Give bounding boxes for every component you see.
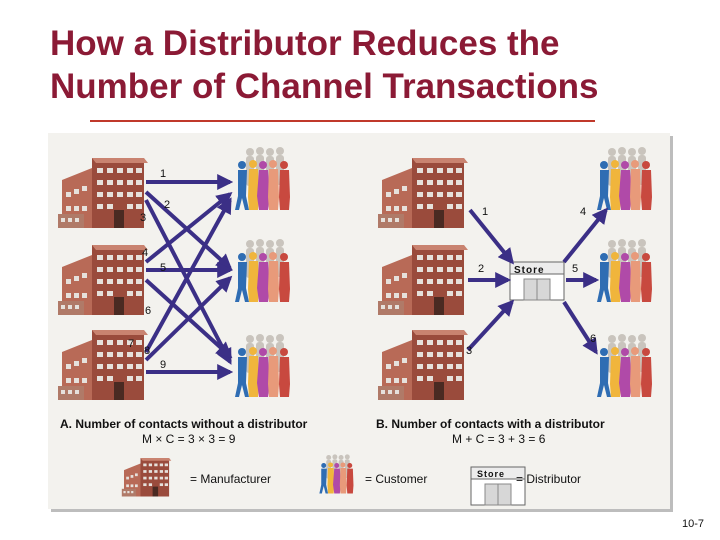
customer-a3-icon bbox=[235, 334, 290, 397]
arrow-a-3 bbox=[144, 199, 232, 365]
manufacturer-b1-icon bbox=[378, 158, 468, 228]
customer-a1-icon bbox=[235, 147, 290, 210]
legend-distributor-text: = Distributor bbox=[516, 472, 582, 486]
label-a-1: 1 bbox=[160, 168, 167, 180]
customer-a2-icon bbox=[235, 239, 290, 302]
arrow-b-6 bbox=[562, 300, 598, 355]
customer-b2-icon bbox=[597, 239, 652, 302]
title-underline bbox=[90, 120, 595, 122]
contact-arrows-b bbox=[466, 207, 609, 355]
arrow-b-3 bbox=[466, 299, 515, 352]
panel-a-caption: A. Number of contacts without a distribu… bbox=[60, 417, 308, 431]
manufacturer-a2-icon bbox=[58, 245, 148, 315]
store-label: Store bbox=[514, 265, 545, 276]
legend-customer-text: = Customer bbox=[365, 472, 428, 486]
label-a-9: 9 bbox=[160, 359, 167, 371]
manufacturer-b2-icon bbox=[378, 245, 468, 315]
customer-b3-icon bbox=[597, 334, 652, 397]
arrow-a-7 bbox=[144, 197, 232, 353]
label-b-6: 6 bbox=[590, 333, 597, 345]
legend-manufacturer-text: = Manufacturer bbox=[190, 472, 272, 486]
label-a-2: 2 bbox=[164, 199, 171, 211]
label-a-6: 6 bbox=[145, 305, 152, 317]
label-b-3: 3 bbox=[466, 345, 473, 357]
label-b-1: 1 bbox=[482, 206, 489, 218]
manufacturer-a1-icon bbox=[58, 158, 148, 228]
panel-b-caption: B. Number of contacts with a distributor bbox=[376, 417, 605, 431]
label-a-8: 8 bbox=[144, 345, 151, 357]
page-title: How a Distributor Reduces the Number of … bbox=[50, 24, 599, 106]
panel-b-formula: M + C = 3 + 3 = 6 bbox=[452, 432, 546, 446]
label-a-3: 3 bbox=[140, 212, 147, 224]
customer-b1-icon bbox=[597, 147, 652, 210]
label-a-5: 5 bbox=[160, 262, 167, 274]
label-b-4: 4 bbox=[580, 206, 587, 218]
label-a-4: 4 bbox=[142, 247, 149, 259]
label-b-5: 5 bbox=[572, 263, 579, 275]
legend-store-label: Store bbox=[477, 469, 506, 479]
label-a-7: 7 bbox=[128, 338, 135, 350]
manufacturer-a3-icon bbox=[58, 330, 148, 400]
panel-a-formula: M × C = 3 × 3 = 9 bbox=[142, 432, 236, 446]
page-number: 10-7 bbox=[681, 518, 704, 530]
arrow-a-4 bbox=[144, 191, 233, 264]
contact-arrows-a bbox=[144, 174, 234, 380]
arrow-a-8 bbox=[144, 275, 233, 362]
manufacturer-b3-icon bbox=[378, 330, 468, 400]
label-b-2: 2 bbox=[478, 263, 485, 275]
arrow-b-1 bbox=[468, 208, 515, 265]
legend-customer-icon bbox=[319, 454, 354, 494]
legend-manufacturer-icon bbox=[121, 458, 172, 497]
arrow-b-4 bbox=[562, 207, 609, 264]
